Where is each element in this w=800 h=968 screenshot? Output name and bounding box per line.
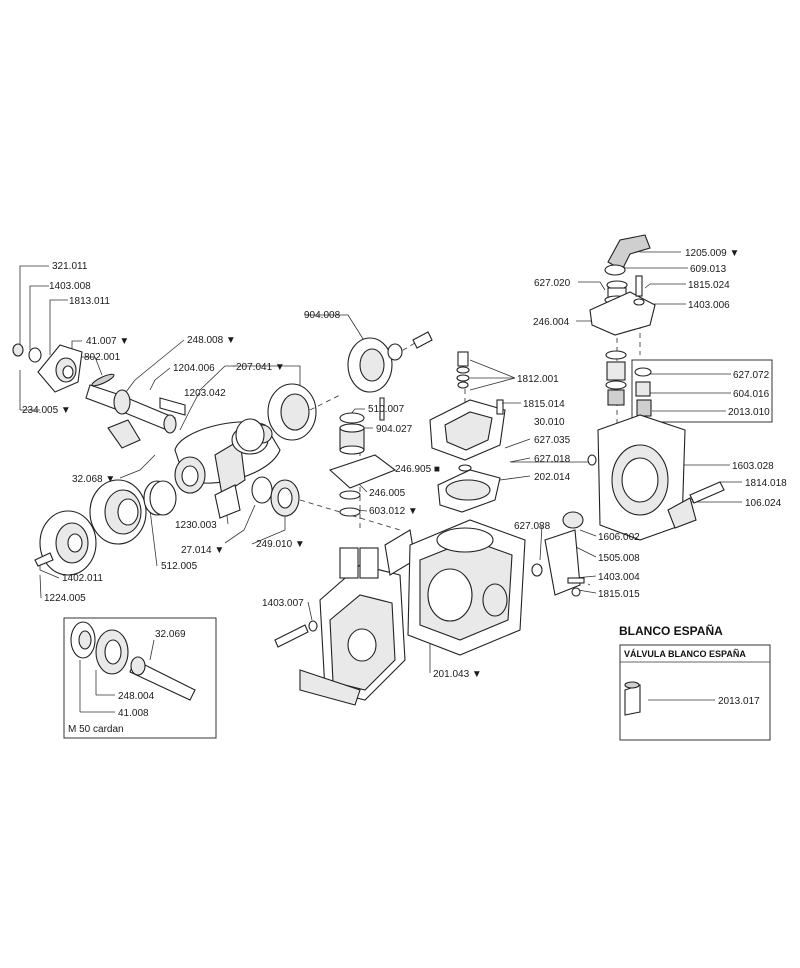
label-627-020: 627.020	[534, 278, 571, 289]
drive-shaft	[85, 384, 186, 449]
label-904-027: 904.027	[376, 424, 413, 435]
label-32-068: 32.068 ▼	[72, 474, 115, 485]
washer-and-bearing	[251, 476, 300, 517]
cardan-inset-box	[63, 617, 217, 739]
valve-box-title: VÁLVULA BLANCO ESPAÑA	[624, 649, 746, 659]
label-627-072: 627.072	[733, 370, 770, 381]
outlet-elbow	[589, 234, 656, 336]
label-246-004: 246.004	[533, 317, 570, 328]
pulley	[34, 510, 97, 576]
blanco-espana-box	[619, 644, 771, 741]
label-609-013: 609.013	[690, 264, 727, 275]
pump-body	[407, 519, 526, 656]
rear-cover	[89, 479, 147, 545]
label-627-088: 627.088	[514, 521, 551, 532]
valve-housing	[587, 414, 725, 541]
label-1402-011: 1402.011	[62, 573, 103, 584]
label-1812-001: 1812.001	[517, 374, 559, 385]
label-246-005: 246.005	[369, 488, 406, 499]
label-512-005: 512.005	[161, 561, 198, 572]
label-603-012: 603.012 ▼	[369, 506, 418, 517]
right-lower-parts	[531, 511, 585, 597]
label-207-041: 207.041 ▼	[236, 362, 285, 373]
label-1505-008: 1505.008	[598, 553, 640, 564]
label-1224-005: 1224.005	[44, 593, 86, 604]
label-321-011: 321.011	[52, 261, 88, 272]
label-1204-006: 1204.006	[173, 363, 215, 374]
valve-kit-box	[631, 359, 773, 423]
label-1205-009: 1205.009 ▼	[685, 248, 739, 259]
label-30-010: 30.010	[534, 417, 565, 428]
label-604-016: 604.016	[733, 389, 770, 400]
label-202-014: 202.014	[534, 472, 571, 483]
label-1603-028: 1603.028	[732, 461, 774, 472]
label-627-018: 627.018	[534, 454, 571, 465]
label-627-035: 627.035	[534, 435, 571, 446]
flange-assembly	[12, 343, 115, 393]
label-1203-042: 1203.042	[184, 388, 226, 399]
label-249-010: 249.010 ▼	[256, 539, 305, 550]
part-number-labels: 321.011 1403.008 1813.011 41.007 ▼ 802.0…	[22, 248, 787, 680]
label-246-905: 246.905 ■	[395, 464, 440, 475]
label-201-043: 201.043 ▼	[433, 669, 482, 680]
bearing-housing	[235, 383, 317, 452]
label-2013-010: 2013.010	[728, 407, 770, 418]
top-cover	[429, 351, 506, 461]
diaphragm-202	[437, 464, 501, 513]
label-41-008: 41.008	[118, 708, 149, 719]
label-1403-006: 1403.006	[688, 300, 730, 311]
label-1606-002: 1606.002	[598, 532, 640, 543]
label-1403-007: 1403.007	[262, 598, 304, 609]
seal-rings	[143, 480, 177, 516]
label-32-069: 32.069	[155, 629, 186, 640]
label-41-007: 41.007 ▼	[86, 336, 129, 347]
label-1230-003: 1230.003	[175, 520, 217, 531]
label-1815-024: 1815.024	[688, 280, 730, 291]
cardan-caption: M 50 cardan	[68, 724, 124, 735]
label-2013-017: 2013.017	[718, 696, 760, 707]
label-27-014: 27.014 ▼	[181, 545, 224, 556]
label-1403-004: 1403.004	[598, 572, 640, 583]
label-248-008: 248.008 ▼	[187, 335, 236, 346]
diaphragm-plate	[347, 331, 433, 393]
label-1813-011: 1813.011	[69, 296, 110, 307]
label-1403-008: 1403.008	[49, 281, 91, 292]
label-1814-018: 1814.018	[745, 478, 787, 489]
label-1815-015: 1815.015	[598, 589, 640, 600]
label-1815-014: 1815.014	[523, 399, 565, 410]
label-106-024: 106.024	[745, 498, 782, 509]
label-510-007: 510.007	[368, 404, 405, 415]
section-title: BLANCO ESPAÑA	[619, 623, 723, 638]
right-valve-stack	[605, 350, 627, 406]
label-234-005: 234.005 ▼	[22, 405, 71, 416]
label-248-004: 248.004	[118, 691, 155, 702]
pump-head-left	[274, 529, 416, 706]
label-802-001: 802.001	[84, 352, 121, 363]
middle-valve-stack	[328, 397, 397, 517]
label-904-008: 904.008	[304, 310, 341, 321]
